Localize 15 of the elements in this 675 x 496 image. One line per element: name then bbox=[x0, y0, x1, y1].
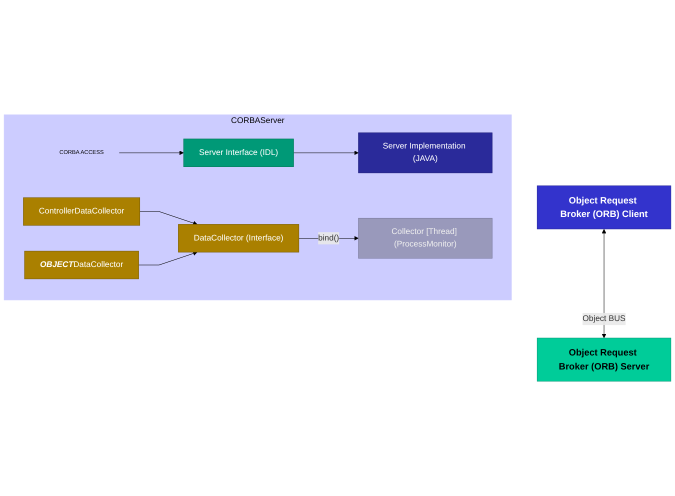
node-box: Collector [Thread] (ProcessMonitor) bbox=[358, 218, 492, 259]
node-box: OBJECTDataCollector bbox=[24, 250, 139, 280]
node-box: Server Implementation (JAVA) bbox=[358, 132, 492, 174]
node-box: ControllerDataCollector bbox=[23, 197, 140, 226]
edge-label: bind() bbox=[318, 234, 340, 242]
arrow bbox=[602, 228, 606, 338]
edge-label: Object BUS bbox=[582, 314, 626, 324]
node-box: Object Request Broker (ORB) Server bbox=[536, 338, 672, 382]
arrow bbox=[118, 150, 184, 156]
arrow bbox=[138, 251, 198, 266]
node-box: DataCollector (Interface) bbox=[178, 224, 300, 252]
node-box: Object Request Broker (ORB) Client bbox=[536, 186, 672, 230]
node-box: Server Interface (IDL) bbox=[183, 138, 294, 167]
arrow bbox=[140, 211, 198, 226]
arrow bbox=[293, 150, 359, 156]
